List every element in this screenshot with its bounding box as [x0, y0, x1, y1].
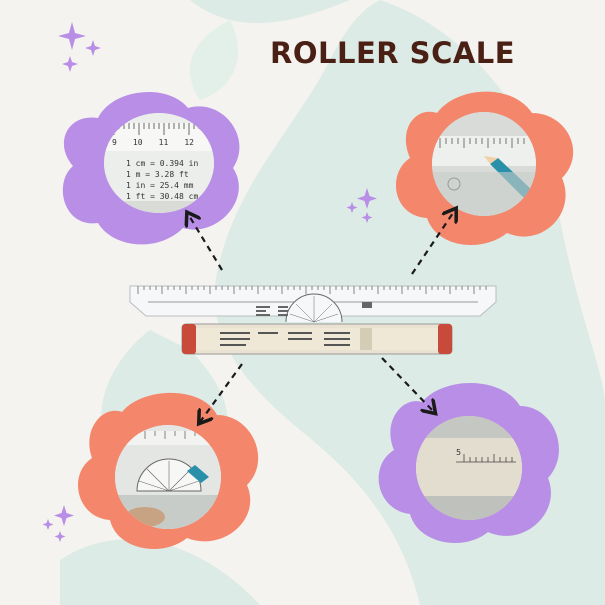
arrow-icon [188, 214, 223, 271]
arrow-icon [411, 210, 455, 275]
arrow-icon [200, 363, 243, 422]
conversion-row: 1 m = 3.28 ft [126, 170, 189, 179]
sparkle-icon [346, 188, 377, 223]
conversion-row: 1 in = 25.4 mm [126, 181, 194, 190]
sparkle-icon [42, 505, 74, 542]
page-title: ROLLER SCALE [270, 36, 516, 70]
tick-label: 10 [132, 138, 143, 147]
arrow-icon [381, 357, 434, 412]
tick-label: 12 [184, 138, 194, 147]
tick-label: 11 [158, 138, 169, 147]
conversion-row: 1 ft = 30.48 cm [126, 192, 199, 201]
photo-conversion-table: 9 10 11 12 1 cm = 0.394 in 1 m = 3.28 ft… [104, 113, 214, 213]
photo-pencil-marking [432, 112, 536, 216]
photo-protractor-use [115, 425, 221, 529]
tick-label: 9 [112, 138, 117, 147]
photo-roller-closeup: 5 [416, 416, 522, 520]
conversion-row: 1 cm = 0.394 in [126, 159, 199, 168]
roller-scale-product [128, 280, 498, 360]
conversion-table: 1 cm = 0.394 in 1 m = 3.28 ft 1 in = 25.… [126, 158, 198, 202]
protractor-icon [285, 293, 343, 323]
sparkle-icon [58, 22, 101, 72]
tick-label: 5 [456, 448, 462, 457]
